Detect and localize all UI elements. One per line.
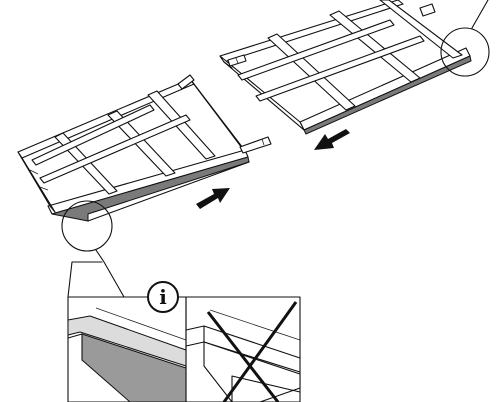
right-bed-frame-panel	[219, 0, 472, 135]
info-symbol: i	[159, 285, 167, 309]
leader-line-right	[471, 0, 489, 29]
callout-leader	[67, 249, 149, 298]
arrow-right-icon	[196, 188, 230, 209]
magnify-circle-left	[61, 200, 113, 252]
cross-out-icon	[206, 301, 298, 402]
left-bed-frame-panel	[17, 74, 272, 222]
detail-panel-correct	[67, 296, 187, 402]
magnify-circle-right	[440, 27, 490, 77]
info-circle-icon: i	[147, 281, 179, 313]
detail-panel-incorrect	[185, 296, 301, 402]
arrow-left-icon	[314, 129, 350, 150]
